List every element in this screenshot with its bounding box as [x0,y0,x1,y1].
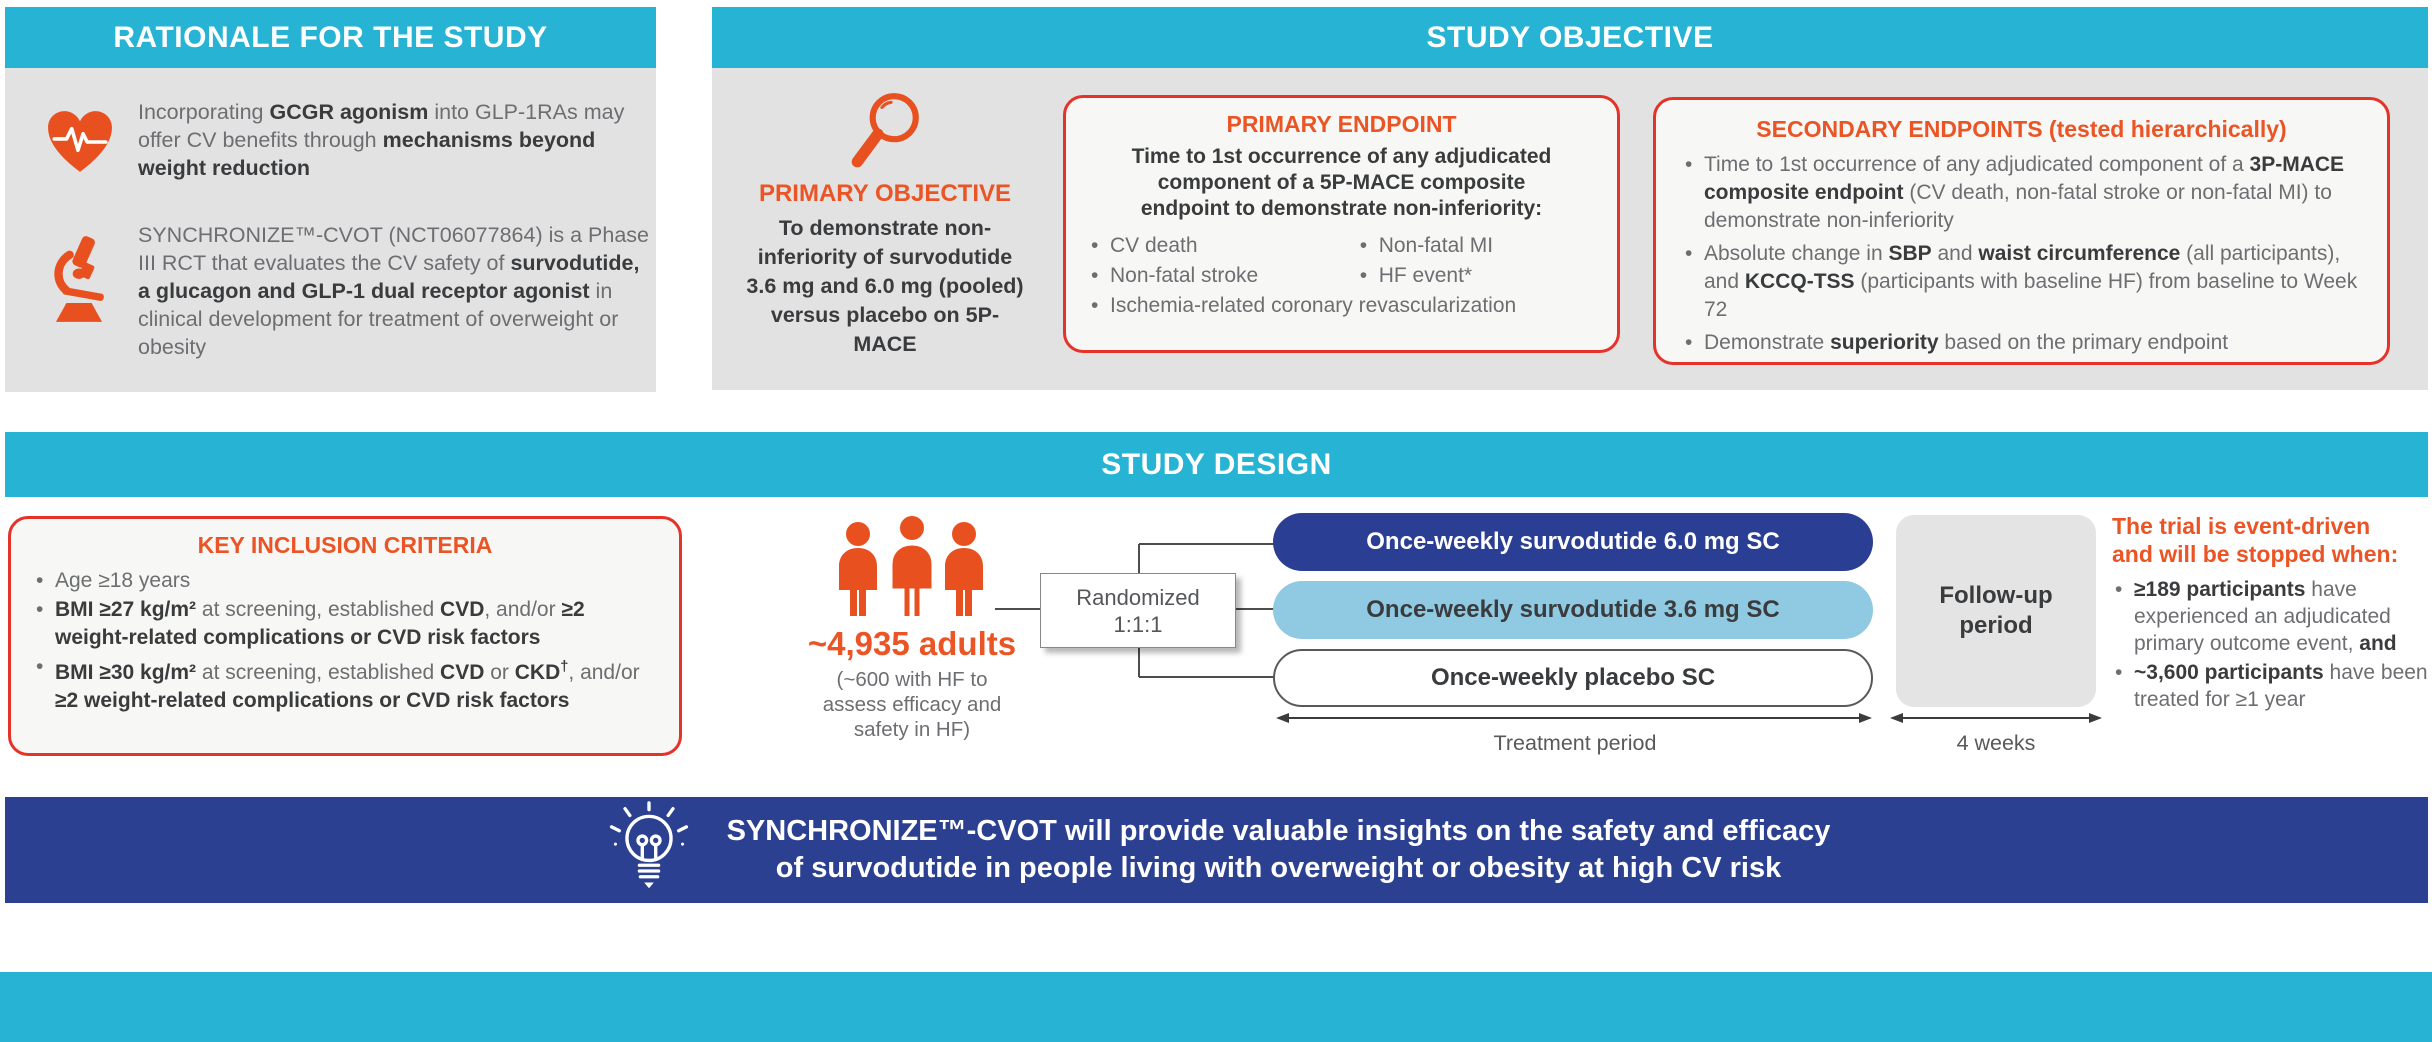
bullet-item: Time to 1st occurrence of any adjudicate… [1682,151,2361,235]
treatment-period-arrow [1276,713,1872,723]
treatment-period-label: Treatment period [1493,731,1657,755]
followup-period-label: Follow-up period [1939,582,2053,639]
stopping-rules-list: ≥189 participants have experienced an ad… [2112,576,2432,713]
inclusion-criteria-title: KEY INCLUSION CRITERIA [197,532,493,558]
randomized-box: Randomized 1:1:1 [1040,573,1236,648]
objective-panel: PRIMARY OBJECTIVE To demonstrate non-inf… [712,68,2428,390]
stopping-rules-block: The trial is event-driven and will be st… [2112,512,2432,713]
primary-endpoint-title: PRIMARY ENDPOINT [1226,111,1457,137]
followup-duration-label: 4 weeks [1956,731,2036,755]
followup-duration-arrow [1890,713,2102,723]
secondary-endpoints-box: SECONDARY ENDPOINTS (tested hierarchical… [1653,97,2390,365]
randomization-connector-lines [995,543,1275,678]
bottom-accent-strip [0,972,2432,1042]
inclusion-criteria-list: Age ≥18 years BMI ≥27 kg/m² at screening… [33,567,657,716]
bullet-item: BMI ≥27 kg/m² at screening, established … [33,596,657,653]
people-group-icon [782,513,1042,621]
inclusion-criteria-box: KEY INCLUSION CRITERIA Age ≥18 years BMI… [8,516,682,756]
arm-placebo: Once-weekly placebo SC [1273,649,1873,707]
randomized-ratio: 1:1:1 [1113,611,1163,637]
conclusion-text: SYNCHRONIZE™-CVOT will provide valuable … [727,813,1831,887]
conclusion-text-line1: SYNCHRONIZE™-CVOT will provide valuable … [726,815,1831,847]
primary-objective-title: PRIMARY OBJECTIVE [758,180,1012,207]
heart-ecg-icon [43,108,117,181]
conclusion-banner: SYNCHRONIZE™-CVOT will provide valuable … [5,797,2428,903]
bullet-item: Absolute change in SBP and waist circumf… [1682,240,2361,324]
bullet-item: HF event* [1357,261,1493,291]
rationale-panel: Incorporating GCGR agonism into GLP-1RAs… [5,68,656,392]
primary-objective-body: To demonstrate non-inferiority of survod… [746,216,1024,356]
secondary-endpoints-title: SECONDARY ENDPOINTS (tested hierarchical… [1756,116,2287,142]
rationale-item-2: SYNCHRONIZE™-CVOT (NCT06077864) is a Pha… [138,223,649,359]
arm-survodutide-6mg: Once-weekly survodutide 6.0 mg SC [1273,513,1873,571]
microscope-icon [49,236,109,329]
stopping-rules-title-line2: and will be stopped when: [2112,541,2399,567]
randomized-label: Randomized [1076,584,1200,610]
rationale-header-bar: RATIONALE FOR THE STUDY [5,7,656,68]
conclusion-text-line2: of survodutide in people living with ove… [775,852,1782,884]
bullet-item: Demonstrate superiority based on the pri… [1682,329,2361,357]
magnifier-icon [845,90,925,177]
stopping-rules-title-line1: The trial is event-driven [2112,513,2371,539]
primary-endpoint-body: Time to 1st occurrence of any adjudicate… [1131,145,1552,220]
secondary-endpoints-list: Time to 1st occurrence of any adjudicate… [1682,151,2361,357]
objective-header-title: STUDY OBJECTIVE [1426,20,1714,54]
primary-endpoint-col2: Non-fatal MI HF event* [1357,231,1493,291]
participant-count: ~4,935 adults [807,625,1017,662]
design-header-bar: STUDY DESIGN [5,432,2428,497]
design-header-title: STUDY DESIGN [1101,447,1332,481]
bullet-item: BMI ≥30 kg/m² at screening, established … [33,653,657,716]
stopping-rules-title: The trial is event-driven and will be st… [2112,512,2432,568]
rationale-item-1: Incorporating GCGR agonism into GLP-1RAs… [138,100,625,180]
bullet-item: ~3,600 participants have been treated fo… [2112,659,2432,713]
bullet-item: Non-fatal stroke [1088,261,1357,291]
primary-endpoint-box: PRIMARY ENDPOINT Time to 1st occurrence … [1063,95,1620,353]
bullet-item: CV death [1088,231,1357,261]
lightbulb-icon [603,799,695,902]
followup-period-box: Follow-up period [1896,515,2096,707]
bullet-item: ≥189 participants have experienced an ad… [2112,576,2432,657]
primary-endpoint-col1: CV death Non-fatal stroke [1088,231,1357,291]
population-block: ~4,935 adults (~600 with HF to assess ef… [782,513,1042,742]
bullet-item: Age ≥18 years [33,567,657,596]
primary-endpoint-full-row: Ischemia-related coronary revascularizat… [1088,291,1595,321]
rationale-header-title: RATIONALE FOR THE STUDY [113,20,548,54]
primary-endpoint-columns: CV death Non-fatal stroke Non-fatal MI H… [1088,231,1595,291]
bullet-item: Ischemia-related coronary revascularizat… [1088,291,1595,321]
bullet-item: Non-fatal MI [1357,231,1493,261]
participant-count-note: (~600 with HF to assess efficacy and saf… [822,668,1002,741]
objective-header-bar: STUDY OBJECTIVE [712,7,2428,68]
arm-survodutide-3-6mg: Once-weekly survodutide 3.6 mg SC [1273,581,1873,639]
